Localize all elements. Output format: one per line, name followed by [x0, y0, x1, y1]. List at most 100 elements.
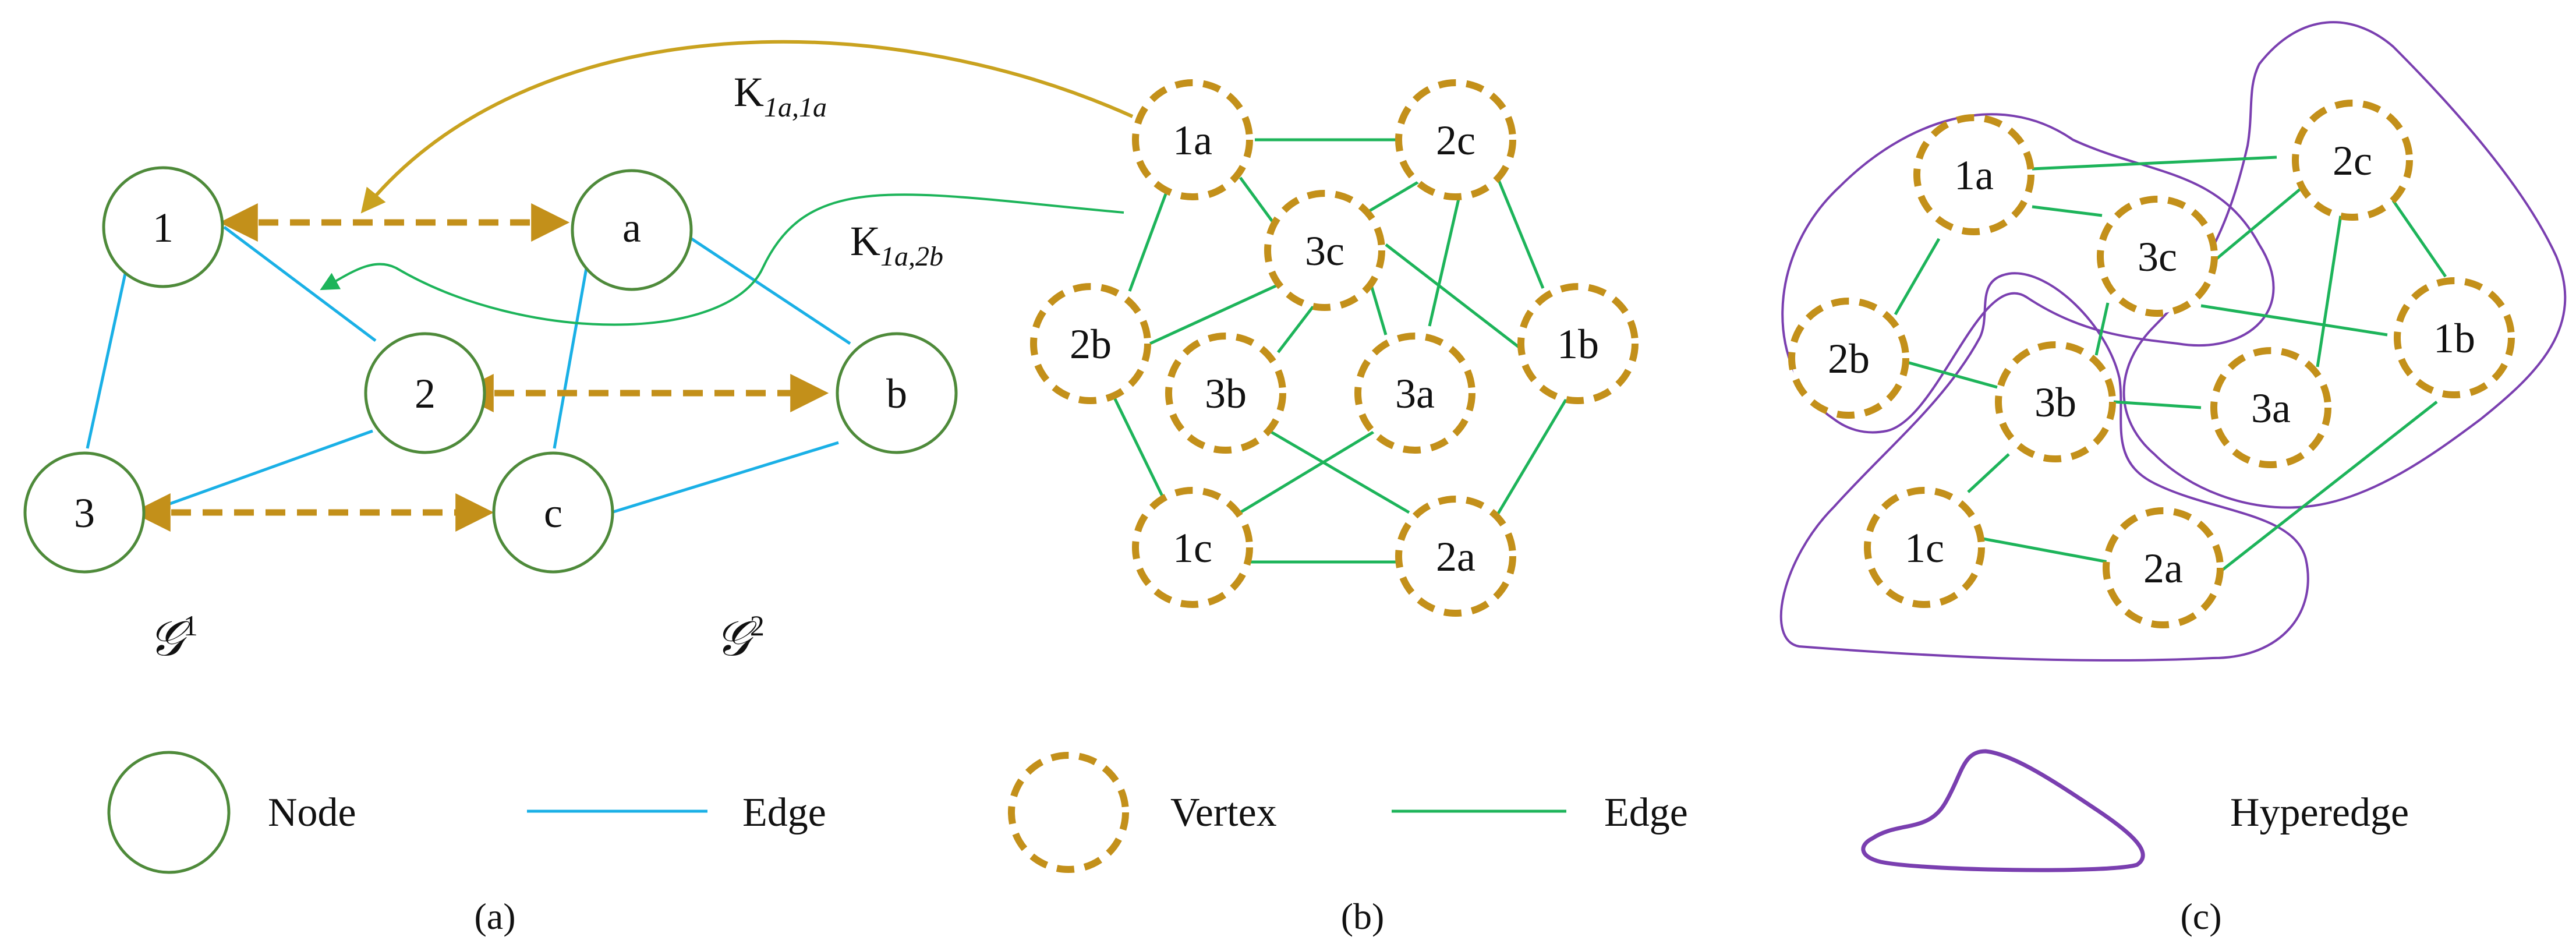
- legend-node-symbol: [107, 751, 231, 874]
- vertex-3a-label: 3a: [1395, 370, 1435, 417]
- c-vertex-2a: [2103, 507, 2224, 628]
- panel-b: 1a 2c 3c 2b 3b 3a 1b 1c 2a: [1030, 79, 1639, 617]
- c-vertex-2b-label: 2b: [1828, 335, 1870, 382]
- vertex-2c: [1395, 79, 1516, 200]
- vertex-1b: [1517, 283, 1639, 404]
- node-2-label: 2: [415, 370, 436, 417]
- kernel-label-1a-1a-main: K: [734, 69, 764, 115]
- panel-a: 1 2 3 a b c 𝒢1 𝒢2 K1a,1a K1a,2b: [23, 40, 1134, 666]
- c-edge-2c-3a: [2316, 215, 2343, 367]
- hyperedge-lower: [1779, 272, 2309, 662]
- c-vertex-3c: [2097, 196, 2218, 317]
- graph1-nodes: [23, 166, 486, 574]
- vertex-2a-label: 2a: [1436, 533, 1475, 580]
- product-graph-edges: [1110, 138, 1568, 564]
- edge-1-3: [86, 273, 127, 449]
- c-edge-1c-2a: [1982, 537, 2108, 564]
- hypergraph-vertices: [1788, 100, 2515, 628]
- graph2-label: 𝒢2: [715, 609, 765, 666]
- vertex-3c: [1264, 190, 1385, 311]
- vertex-3c-label: 3c: [1305, 228, 1344, 274]
- legend-edge-blue-label: Edge: [742, 790, 826, 835]
- vertex-3b: [1165, 333, 1286, 454]
- graph2-nodes: [492, 169, 958, 574]
- c-vertex-3a-label: 3a: [2251, 385, 2291, 432]
- legend-vertex-label: Vertex: [1170, 790, 1277, 835]
- c-edge-3b-3a: [2113, 400, 2202, 409]
- vertex-2b-label: 2b: [1070, 321, 1112, 367]
- edge-a-b: [677, 228, 851, 345]
- c-edge-3c-2c: [2211, 188, 2301, 263]
- legend-node-label: Node: [268, 790, 356, 835]
- captions: (a) (b) (c): [474, 896, 2221, 937]
- c-vertex-2c-label: 2c: [2333, 137, 2372, 184]
- graph1-label: 𝒢1: [148, 609, 198, 666]
- vertex-2b: [1030, 283, 1151, 404]
- edge-1a-2b: [1128, 189, 1169, 292]
- c-vertex-1b: [2394, 277, 2515, 398]
- node-2: [364, 332, 486, 454]
- edge-3c-2b: [1149, 278, 1291, 345]
- vertex-1a-label: 1a: [1173, 117, 1212, 164]
- c-vertex-3b: [1995, 341, 2116, 462]
- node-a-label: a: [622, 204, 641, 251]
- vertex-2c-label: 2c: [1436, 117, 1475, 164]
- node-a: [571, 169, 693, 291]
- node-b: [836, 332, 958, 454]
- c-vertex-1c-label: 1c: [1905, 525, 1944, 571]
- caption-a: (a): [474, 896, 515, 937]
- c-vertex-1c: [1864, 487, 1985, 608]
- edge-3c-3a: [1370, 285, 1388, 335]
- edge-2c-3a: [1428, 186, 1463, 327]
- c-edge-1a-2b: [1894, 238, 1941, 316]
- legend: Node Edge Vertex Edge Hyperedge: [107, 749, 2409, 874]
- vertex-1c: [1132, 487, 1253, 608]
- node-3-label: 3: [74, 490, 95, 536]
- vertex-1c-label: 1c: [1173, 525, 1212, 571]
- c-vertex-2b: [1788, 298, 1909, 419]
- product-graph-vertices: [1030, 79, 1639, 617]
- c-edge-2c-1b: [2386, 191, 2447, 278]
- legend-hyperedge-label: Hyperedge: [2230, 790, 2409, 835]
- vertex-3b-label: 3b: [1205, 370, 1247, 417]
- kernel-label-1a-1a-sub: 1a,1a: [764, 92, 827, 123]
- kernel-label-1a-2b-main: K: [850, 218, 880, 264]
- c-vertex-3c-label: 3c: [2138, 234, 2177, 280]
- c-edge-3c-3b: [2094, 302, 2110, 356]
- kernel-label-1a-2b-sub: 1a,2b: [880, 241, 943, 272]
- edge-1a-3c: [1239, 176, 1274, 222]
- vertex-1a: [1132, 79, 1253, 200]
- graph1-label-sup: 1: [183, 609, 198, 642]
- graph-edges-blue: [86, 226, 851, 514]
- c-edge-3b-1c: [1967, 453, 2010, 493]
- hypergraph-edges: [1892, 155, 2447, 572]
- edge-3c-3b: [1277, 302, 1317, 353]
- c-vertex-2a-label: 2a: [2143, 545, 2183, 592]
- vertex-1b-label: 1b: [1557, 321, 1599, 367]
- edge-3c-1b: [1385, 243, 1527, 353]
- legend-edge-green-label: Edge: [1604, 790, 1688, 835]
- kernel-label-1a-1a: K1a,1a: [734, 69, 827, 123]
- hyperedge-upper: [1781, 113, 2275, 434]
- c-edge-1a-3c: [2032, 205, 2103, 217]
- edge-2-3: [145, 429, 373, 514]
- edge-1-2: [223, 226, 377, 342]
- c-vertex-1a-label: 1a: [1954, 152, 1994, 199]
- vertex-3a: [1354, 333, 1475, 454]
- edge-a-c: [553, 264, 589, 449]
- c-vertex-1b-label: 1b: [2433, 315, 2475, 362]
- edge-2c-1b: [1495, 174, 1545, 289]
- node-1: [102, 166, 224, 288]
- kernel-arrow-1a-2b: [320, 193, 1124, 326]
- kernel-label-1a-2b: K1a,2b: [850, 218, 943, 272]
- c-vertex-2c: [2292, 100, 2413, 221]
- c-vertex-3b-label: 3b: [2034, 379, 2076, 426]
- c-edge-1b-2a: [2220, 401, 2438, 572]
- panel-c: 1a 2c 3c 2b 3b 3a 1b 1c 2a: [1779, 21, 2567, 662]
- c-edge-1a-2c: [2032, 155, 2277, 171]
- legend-vertex-symbol: [1008, 752, 1129, 873]
- caption-c: (c): [2180, 896, 2221, 937]
- node-b-label: b: [886, 370, 907, 417]
- c-edge-3c-1b: [2200, 304, 2388, 337]
